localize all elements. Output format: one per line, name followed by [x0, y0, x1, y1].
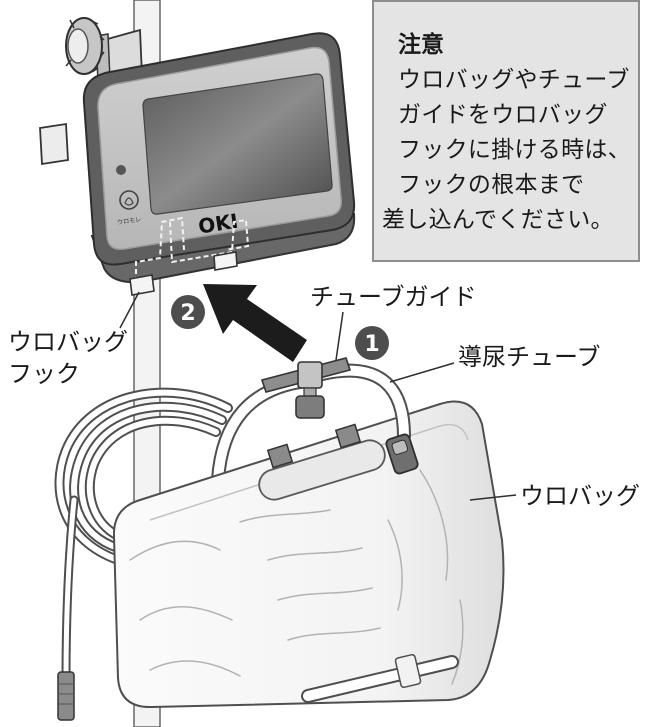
bag-connector	[385, 433, 419, 475]
product-label: ウロモレ	[117, 215, 142, 226]
hook-outline-right	[169, 218, 250, 264]
hook-tip-left	[129, 274, 155, 296]
bag-wrinkles	[129, 469, 464, 685]
product-logo-icon	[119, 190, 139, 210]
bag-hanger-tab-right	[334, 423, 362, 449]
urine-bag	[112, 400, 505, 709]
device-side-clip	[39, 122, 69, 166]
caution-line: 差し込んでください。	[382, 207, 614, 233]
monitor-device: ウロモレ OKI	[39, 32, 356, 296]
label-tube-guide: チューブガイド	[310, 283, 477, 311]
tube-guide	[260, 357, 352, 419]
arrow-up-left-icon	[203, 284, 307, 362]
tube-guide-clip-lower	[295, 395, 325, 419]
step-2-badge: 2	[171, 295, 205, 329]
hook-outline-left	[135, 216, 185, 290]
caution-title: 注意	[398, 32, 444, 58]
step-2-number: 2	[180, 301, 195, 326]
label-catheter-tube: 導尿チューブ	[458, 343, 601, 371]
label-urobag-hook-line2: フック	[8, 360, 80, 388]
bag-top-seam	[149, 423, 469, 521]
bag-handle-slot	[258, 439, 386, 501]
caution-line: フックの根本まで	[398, 172, 585, 198]
step-1-badge: 1	[355, 326, 389, 360]
clamp-knob	[65, 17, 105, 75]
bag-hanger-tab-left	[266, 443, 294, 469]
step-1-number: 1	[364, 332, 379, 357]
caution-line: ガイドをウロバッグ	[398, 102, 608, 128]
coiled-tube	[54, 387, 233, 565]
bag-bottom-rod	[301, 653, 459, 703]
hanging-tube-end	[57, 495, 79, 721]
callout-catheter-tube	[389, 362, 455, 383]
callout-urobag-hook	[119, 291, 140, 329]
callout-urobag	[469, 494, 517, 501]
device-screen	[142, 73, 333, 215]
tube-guide-clip-upper	[297, 361, 323, 389]
hook-tip-right	[213, 251, 238, 271]
caution-line: フックに掛ける時は、	[398, 137, 631, 163]
indicator-light	[116, 165, 126, 175]
caution-note: 注意 ウロバッグやチューブ ガイドをウロバッグ フックに掛ける時は、 フックの根…	[372, 0, 640, 262]
tube-tip	[57, 671, 75, 721]
caution-line: ウロバッグやチューブ	[398, 67, 630, 93]
label-urobag-hook-line1: ウロバッグ	[8, 328, 128, 356]
label-urobag: ウロバッグ	[520, 482, 640, 510]
callout-tube-guide	[335, 311, 344, 361]
